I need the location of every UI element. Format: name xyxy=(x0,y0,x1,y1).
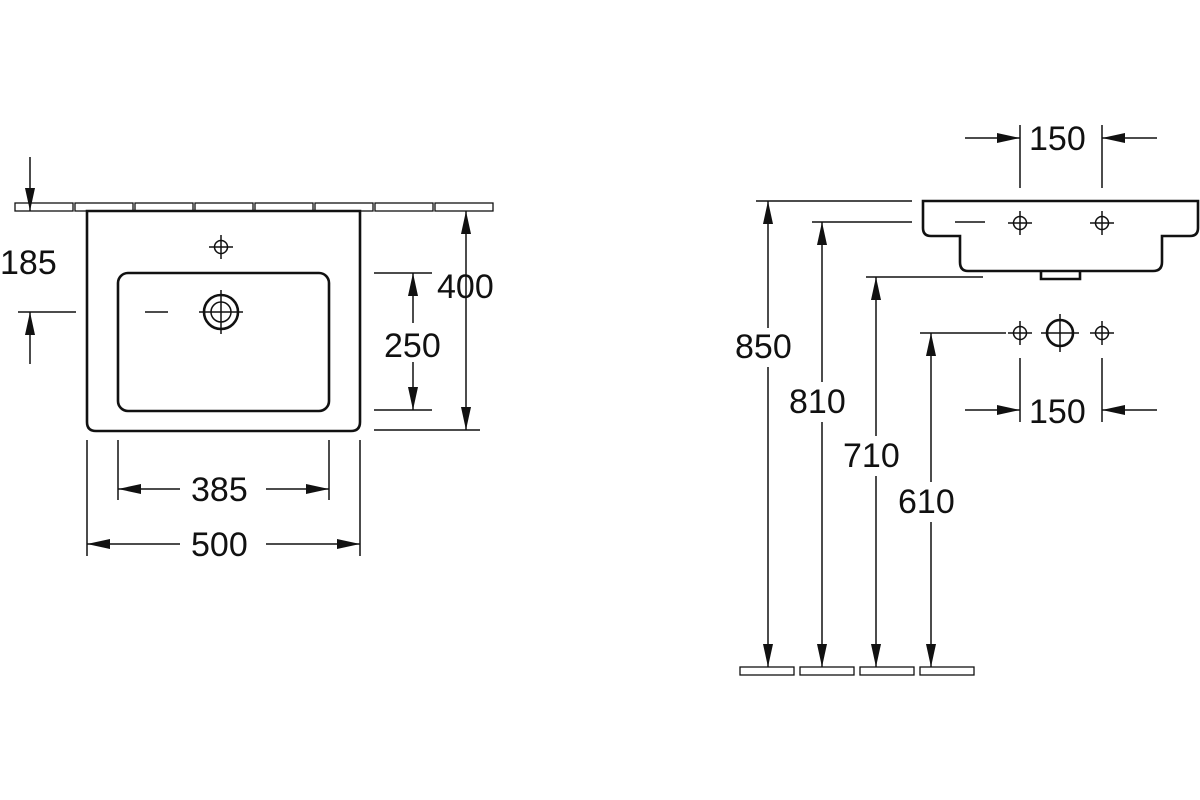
dim-185-group: 185 xyxy=(0,157,76,364)
basin-outer-outline xyxy=(85,209,362,433)
plan-view: 185 250 400 385 xyxy=(0,157,494,564)
dim-250-group: 250 xyxy=(374,272,441,411)
supply-left-icon xyxy=(1007,320,1033,346)
tap-hole-right-icon xyxy=(1089,210,1115,236)
dim-400-label: 400 xyxy=(437,268,494,306)
floor-strip xyxy=(739,666,975,676)
elevation-view: 150 150 850 xyxy=(735,120,1200,676)
waste-connection-icon xyxy=(1041,314,1079,352)
dim-500-group: 500 xyxy=(86,440,361,564)
basin-bowl-outline xyxy=(116,271,331,413)
dim-850-group: 850 xyxy=(735,200,912,667)
waste-outlet xyxy=(1039,271,1082,281)
dim-710-label: 710 xyxy=(843,437,900,475)
dim-610-group: 610 xyxy=(898,332,1006,667)
dim-385-group: 385 xyxy=(117,440,330,509)
dim-150-bottom-label: 150 xyxy=(1029,393,1086,431)
dim-150-bottom-group: 150 xyxy=(965,358,1157,431)
dim-400-group: 400 xyxy=(374,211,494,431)
dim-185-label: 185 xyxy=(0,244,57,282)
dim-150-top-label: 150 xyxy=(1029,120,1086,158)
dim-150-top-group: 150 xyxy=(965,120,1157,188)
dim-850-label: 850 xyxy=(735,328,792,366)
dim-610-label: 610 xyxy=(898,483,955,521)
tap-hole-icon xyxy=(208,234,234,260)
dim-710-group: 710 xyxy=(843,276,983,667)
dim-250-label: 250 xyxy=(384,327,441,365)
basin-side-outline xyxy=(921,199,1200,273)
plan-wall-strip xyxy=(14,202,494,212)
drain-icon xyxy=(199,290,243,334)
tap-hole-left-icon xyxy=(1007,210,1033,236)
supply-right-icon xyxy=(1089,320,1115,346)
dim-810-label: 810 xyxy=(789,383,846,421)
dim-385-label: 385 xyxy=(191,471,248,509)
dim-500-label: 500 xyxy=(191,526,248,564)
dim-810-group: 810 xyxy=(789,221,912,667)
